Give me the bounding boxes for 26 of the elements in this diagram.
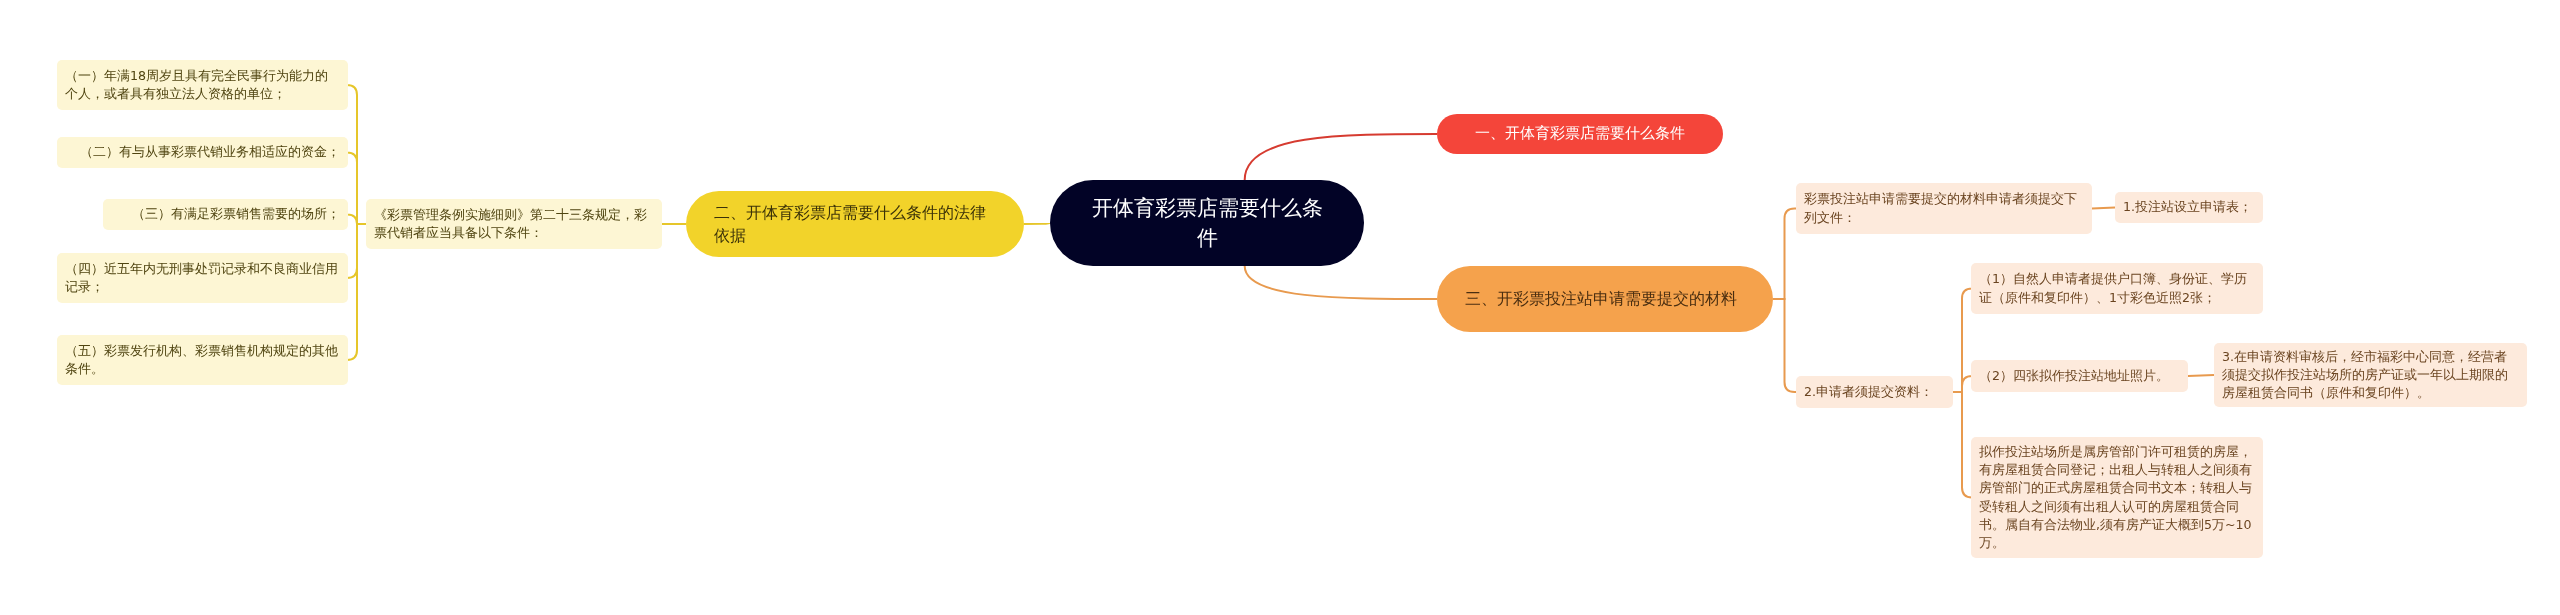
connector-line xyxy=(1243,265,1438,300)
note-box: 拟作投注站场所是属房管部门许可租赁的房屋，有房屋租赁合同登记；出租人与转租人之间须有房管部门的正式房屋租赁合同书文本；转租人与受转租人之间须有出租人认可的房屋租赁合同书。属自有合法物业,须有房产证大概到5万~10万。 xyxy=(1971,437,2263,558)
note-box: （五）彩票发行机构、彩票销售机构规定的其他条件。 xyxy=(57,335,348,385)
topic-pill: 二、开体育彩票店需要什么条件的法律依据 xyxy=(686,191,1024,257)
connector-line xyxy=(346,223,367,361)
note-box: （四）近五年内无刑事处罚记录和不良商业信用记录； xyxy=(57,253,348,303)
connector-line xyxy=(2187,374,2215,377)
topic-pill: 一、开体育彩票店需要什么条件 xyxy=(1437,114,1723,154)
note-box: （1）自然人申请者提供户口簿、身份证、学历证（原件和复印件）、1寸彩色近照2张； xyxy=(1971,263,2263,314)
topic-pill: 三、开彩票投注站申请需要提交的材料 xyxy=(1437,266,1773,332)
central-topic: 开体育彩票店需要什么条件 xyxy=(1050,180,1364,266)
note-box: 《彩票管理条例实施细则》第二十三条规定，彩票代销者应当具备以下条件： xyxy=(366,199,662,249)
connector-line xyxy=(1023,222,1051,225)
connector-line xyxy=(1243,133,1438,181)
note-box: 3.在申请资料审核后，经市福彩中心同意，经营者须提交拟作投注站场所的房产证或一年以上期限的房屋租赁合同书（原件和复印件）。 xyxy=(2214,343,2527,407)
note-box: 彩票投注站申请需要提交的材料申请者须提交下列文件： xyxy=(1796,183,2092,234)
note-box: 2.申请者须提交资料： xyxy=(1796,376,1953,408)
note-box: （一）年满18周岁且具有完全民事行为能力的个人，或者具有独立法人资格的单位； xyxy=(57,60,348,110)
connector-line xyxy=(661,223,687,225)
connector-line xyxy=(1772,298,1797,393)
connector-line xyxy=(1952,391,1973,499)
note-box: 1.投注站设立申请表； xyxy=(2115,192,2263,223)
connector-line xyxy=(2091,206,2116,210)
note-box: （三）有满足彩票销售需要的场所； xyxy=(103,199,348,230)
note-box: （二）有与从事彩票代销业务相适应的资金； xyxy=(57,137,348,168)
note-box: （2）四张拟作投注站地址照片。 xyxy=(1971,360,2188,392)
